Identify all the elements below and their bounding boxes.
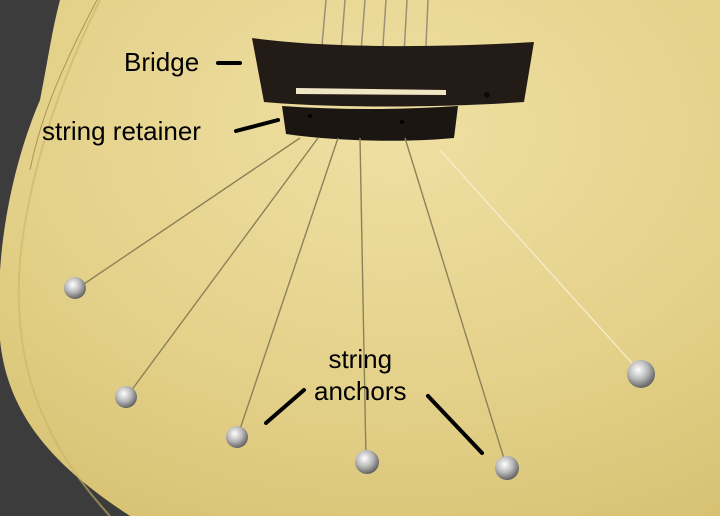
body-edge bbox=[17, 0, 111, 516]
string-anchor bbox=[627, 360, 655, 388]
string-anchors-label-line1: string bbox=[328, 344, 393, 374]
lower-strings bbox=[77, 137, 641, 466]
bridge-label: Bridge bbox=[124, 47, 200, 77]
bridge bbox=[252, 38, 534, 107]
string-retainer-label: string retainer bbox=[42, 116, 201, 146]
annotation-pointers bbox=[216, 61, 484, 455]
string-anchor bbox=[115, 386, 137, 408]
string-anchor bbox=[64, 277, 86, 299]
anchor-pointer-right bbox=[426, 394, 484, 455]
string-anchor bbox=[495, 456, 519, 480]
retainer-pointer bbox=[234, 118, 280, 133]
string-anchor bbox=[226, 426, 248, 448]
string-anchors bbox=[64, 277, 655, 480]
string-retainer bbox=[282, 106, 458, 141]
string-anchors-label: string anchors bbox=[314, 343, 407, 407]
string-anchors-label-line2: anchors bbox=[314, 376, 407, 406]
string-anchor bbox=[355, 450, 379, 474]
saddle bbox=[296, 88, 446, 95]
anchor-pointer-left bbox=[264, 388, 306, 425]
